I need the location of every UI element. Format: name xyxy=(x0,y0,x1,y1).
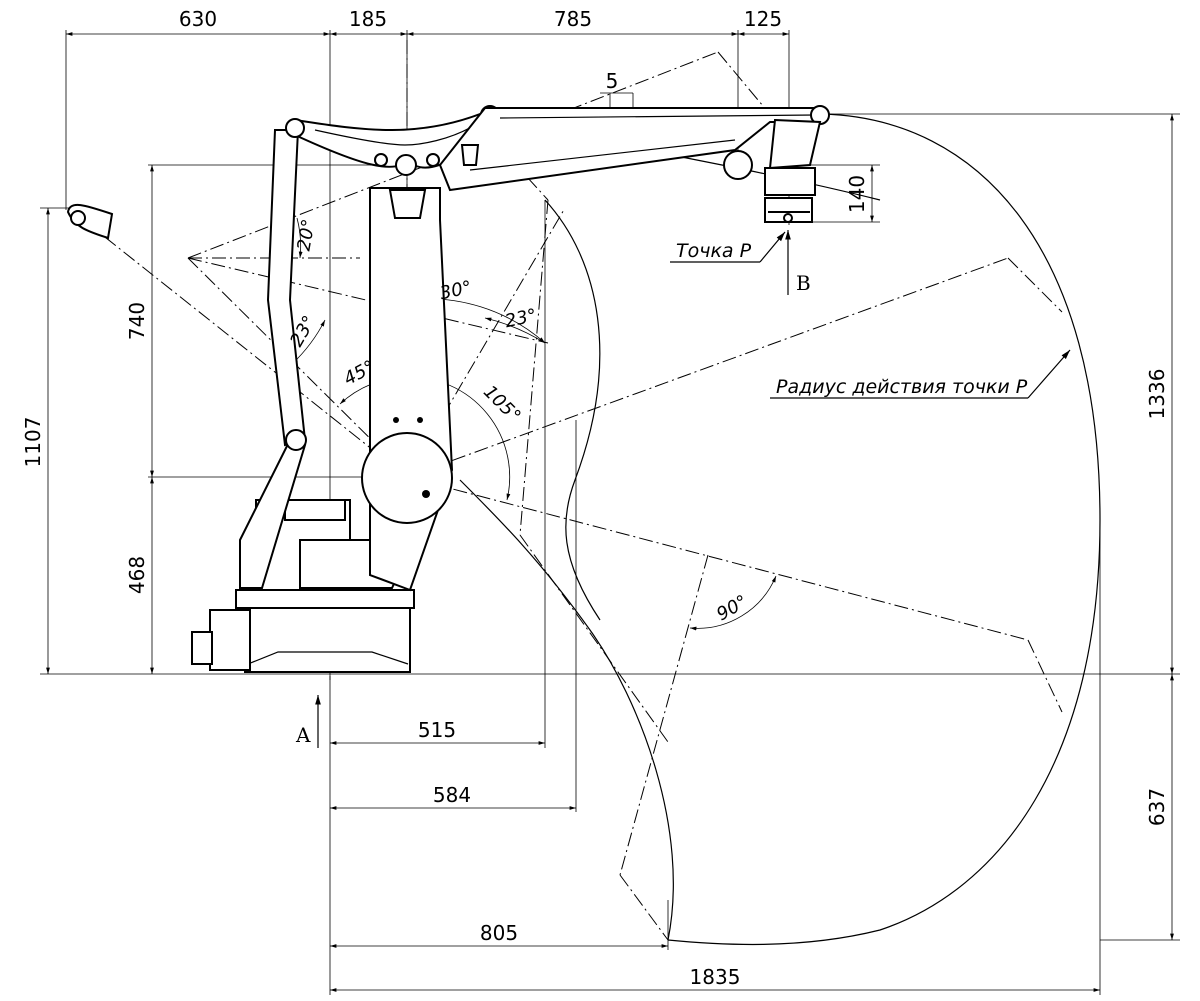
dim-515: 515 xyxy=(418,718,456,742)
dimension-texts: 630 185 785 125 5 140 1107 740 468 1336 … xyxy=(21,7,1169,989)
dim-1107: 1107 xyxy=(21,417,45,468)
angle-23-right: 23° xyxy=(503,305,539,332)
dimension-lines xyxy=(46,32,1174,992)
dim-5: 5 xyxy=(606,69,619,93)
dim-584: 584 xyxy=(433,783,471,807)
extension-lines xyxy=(40,30,1180,995)
dim-637: 637 xyxy=(1145,788,1169,826)
angle-90: 90° xyxy=(713,591,751,625)
callout-texts: Точка P Радиус действия точки P A B xyxy=(295,240,1028,747)
centre-lines xyxy=(85,40,1063,941)
view-a-label: A xyxy=(295,723,311,747)
dim-630: 630 xyxy=(179,7,217,31)
reach-radius-label: Радиус действия точки P xyxy=(776,376,1028,398)
robot-arm xyxy=(66,105,830,673)
view-b-label: B xyxy=(796,271,811,295)
dim-1336: 1336 xyxy=(1145,369,1169,420)
robot-column xyxy=(369,187,454,592)
dim-140: 140 xyxy=(845,175,869,213)
dim-125: 125 xyxy=(744,7,782,31)
dim-185: 185 xyxy=(349,7,387,31)
dim-468: 468 xyxy=(125,556,149,594)
rear-link xyxy=(266,129,307,447)
tool-flange xyxy=(768,118,822,170)
label-leaders xyxy=(315,230,1071,748)
angle-20: 20° xyxy=(293,218,319,253)
robot-base xyxy=(244,599,411,673)
angle-105: 105° xyxy=(479,381,525,427)
upper-arm xyxy=(438,107,821,192)
waist-joint xyxy=(361,432,453,524)
point-p-label: Точка P xyxy=(676,240,752,262)
dim-785: 785 xyxy=(554,7,592,31)
dim-1835: 1835 xyxy=(690,965,741,989)
dim-740: 740 xyxy=(125,302,149,340)
dim-805: 805 xyxy=(480,921,518,945)
